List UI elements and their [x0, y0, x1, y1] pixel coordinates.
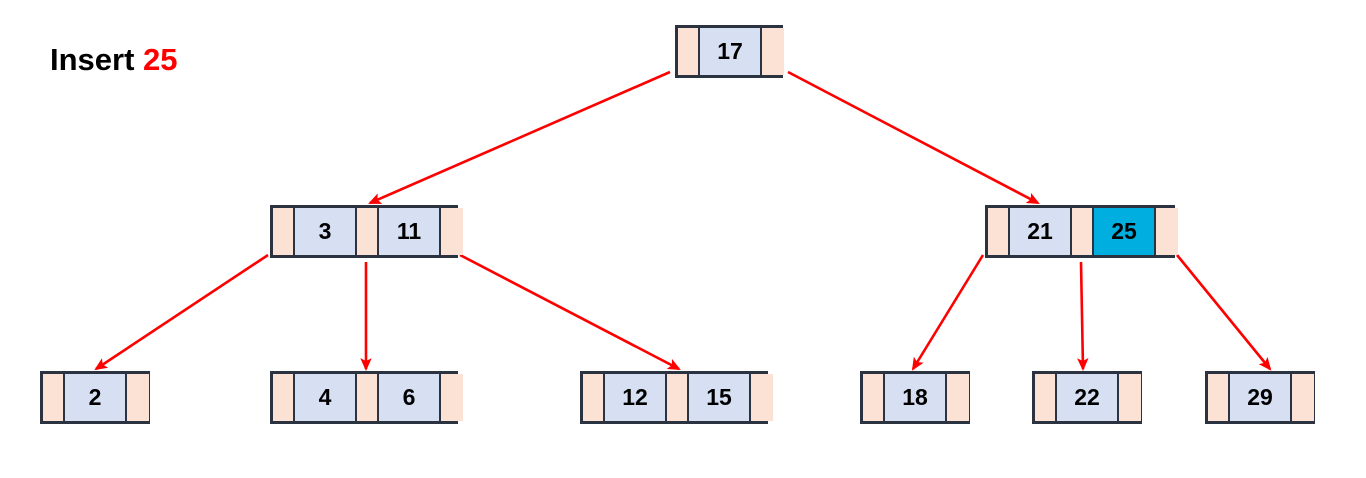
key-cell[interactable]: 4 — [295, 374, 357, 421]
key-cell[interactable]: 6 — [379, 374, 441, 421]
pointer-cell — [667, 374, 689, 421]
pointer-cell — [947, 374, 969, 421]
pointer-cell — [273, 208, 295, 255]
pointer-cell — [863, 374, 885, 421]
edge-internal-right-to-leaf-5 — [1077, 261, 1089, 372]
pointer-cell — [357, 208, 379, 255]
edge-internal-left-to-leaf-1 — [94, 253, 269, 371]
pointer-cell — [678, 28, 700, 75]
edge-root-to-internal-left — [368, 70, 671, 205]
edge-root-to-internal-right — [787, 70, 1040, 205]
btree-node-root[interactable]: 17 — [675, 25, 784, 78]
edge-internal-left-to-leaf-3 — [459, 253, 681, 371]
btree-node-leaf-1[interactable]: 2 — [40, 371, 150, 424]
key-cell[interactable]: 2 — [65, 374, 127, 421]
btree-node-leaf-4[interactable]: 18 — [860, 371, 970, 424]
pointer-cell — [1072, 208, 1094, 255]
pointer-cell — [583, 374, 605, 421]
key-cell[interactable]: 22 — [1057, 374, 1119, 421]
pointer-cell — [1292, 374, 1314, 421]
pointer-cell — [1119, 374, 1141, 421]
pointer-cell — [441, 208, 463, 255]
key-cell[interactable]: 12 — [605, 374, 667, 421]
btree-node-leaf-6[interactable]: 29 — [1205, 371, 1315, 424]
key-cell[interactable]: 29 — [1230, 374, 1292, 421]
pointer-cell — [273, 374, 295, 421]
pointer-cell — [1035, 374, 1057, 421]
edge-internal-right-to-leaf-4 — [911, 254, 985, 371]
btree-node-leaf-3[interactable]: 12 15 — [580, 371, 773, 424]
btree-node-leaf-5[interactable]: 22 — [1032, 371, 1142, 424]
operation-label: Insert — [50, 42, 135, 77]
pointer-cell — [43, 374, 65, 421]
key-cell[interactable]: 15 — [689, 374, 751, 421]
key-cell[interactable]: 17 — [700, 28, 762, 75]
btree-node-internal-right[interactable]: 21 25 — [985, 205, 1178, 258]
pointer-cell — [357, 374, 379, 421]
key-cell[interactable]: 18 — [885, 374, 947, 421]
key-cell[interactable]: 25 — [1094, 208, 1156, 255]
pointer-cell — [762, 28, 784, 75]
key-cell[interactable]: 3 — [295, 208, 357, 255]
operation-caption: Insert 25 — [50, 42, 178, 78]
pointer-cell — [751, 374, 773, 421]
key-cell[interactable]: 21 — [1010, 208, 1072, 255]
btree-node-internal-left[interactable]: 3 11 — [270, 205, 463, 258]
operation-value: 25 — [143, 42, 178, 77]
pointer-cell — [988, 208, 1010, 255]
key-cell[interactable]: 11 — [379, 208, 441, 255]
pointer-cell — [1156, 208, 1178, 255]
pointer-cell — [127, 374, 149, 421]
pointer-cell — [1208, 374, 1230, 421]
edge-internal-right-to-leaf-6 — [1175, 254, 1272, 371]
pointer-cell — [441, 374, 463, 421]
